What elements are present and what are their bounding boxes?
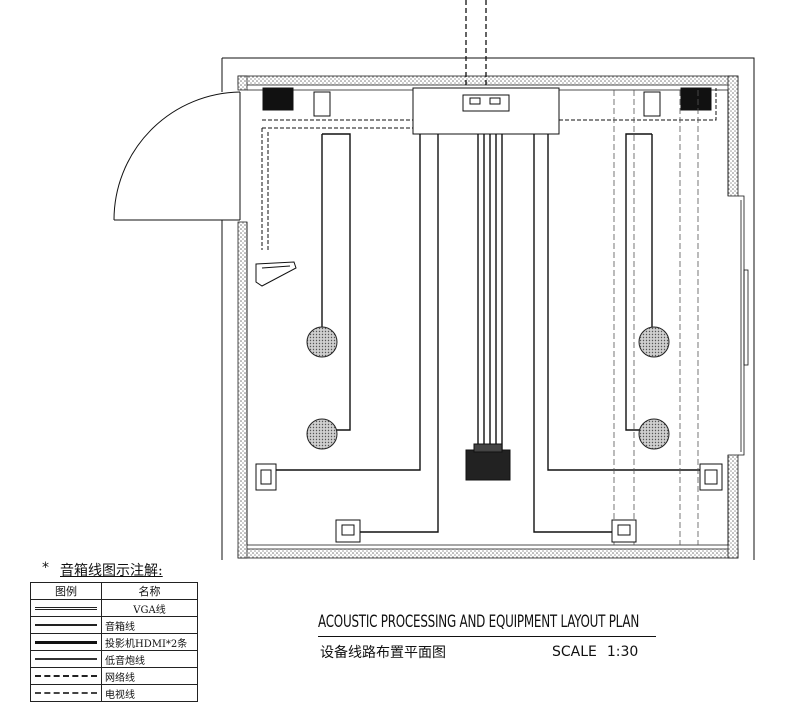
wall-mount xyxy=(255,261,297,287)
scale-label: SCALE 1:30 xyxy=(552,644,638,660)
legend-row: 网络线 xyxy=(30,667,198,685)
legend-col-symbol: 图例 xyxy=(30,582,102,600)
legend-label: 音箱线 xyxy=(101,616,198,634)
legend-table: 图例 名称 VGA线 音箱线 投影机HDMI*2条 低音炮线 网络线 电视线 xyxy=(30,582,198,702)
equipment-rack xyxy=(465,443,511,481)
wiring-lines xyxy=(270,133,710,533)
legend-symbol-speaker xyxy=(30,616,102,634)
title-underline xyxy=(318,636,656,637)
scale-text: SCALE xyxy=(552,644,597,660)
legend-header-row: 图例 名称 xyxy=(30,582,198,600)
ceiling-speakers xyxy=(306,326,670,450)
legend-row: 电视线 xyxy=(30,684,198,702)
projector xyxy=(412,87,560,135)
vga-network-lines xyxy=(261,88,717,250)
plan-title-chinese: 设备线路布置平面图 xyxy=(320,645,446,661)
legend-symbol-sub xyxy=(30,650,102,668)
legend-col-name: 名称 xyxy=(101,582,198,600)
legend-row: 音箱线 xyxy=(30,616,198,634)
front-speakers xyxy=(262,87,712,117)
legend-row: VGA线 xyxy=(30,599,198,617)
legend-row: 低音炮线 xyxy=(30,650,198,668)
legend-star: * xyxy=(42,560,49,576)
legend-label: VGA线 xyxy=(101,599,198,617)
legend-symbol-hdmi xyxy=(30,633,102,651)
legend-symbol-vga xyxy=(30,599,102,617)
legend-label: 网络线 xyxy=(101,667,198,685)
legend-label: 电视线 xyxy=(101,684,198,702)
surround-speakers xyxy=(255,463,723,543)
legend-symbol-net xyxy=(30,667,102,685)
legend-heading: 音箱线图示注解: xyxy=(60,563,163,579)
window xyxy=(738,195,749,456)
door xyxy=(113,91,241,221)
tv-lines xyxy=(613,90,699,545)
legend-label: 投影机HDMI*2条 xyxy=(101,633,198,651)
floor-plan xyxy=(113,0,755,560)
scale-value: 1:30 xyxy=(606,644,639,660)
legend-row: 投影机HDMI*2条 xyxy=(30,633,198,651)
acoustic-wall-panels xyxy=(237,75,739,559)
cable-entry-top xyxy=(465,0,487,96)
legend-symbol-tv xyxy=(30,684,102,702)
legend-label: 低音炮线 xyxy=(101,650,198,668)
plan-title-english: ACOUSTIC PROCESSING AND EQUIPMENT LAYOUT… xyxy=(318,612,640,632)
outer-wall xyxy=(221,57,755,560)
